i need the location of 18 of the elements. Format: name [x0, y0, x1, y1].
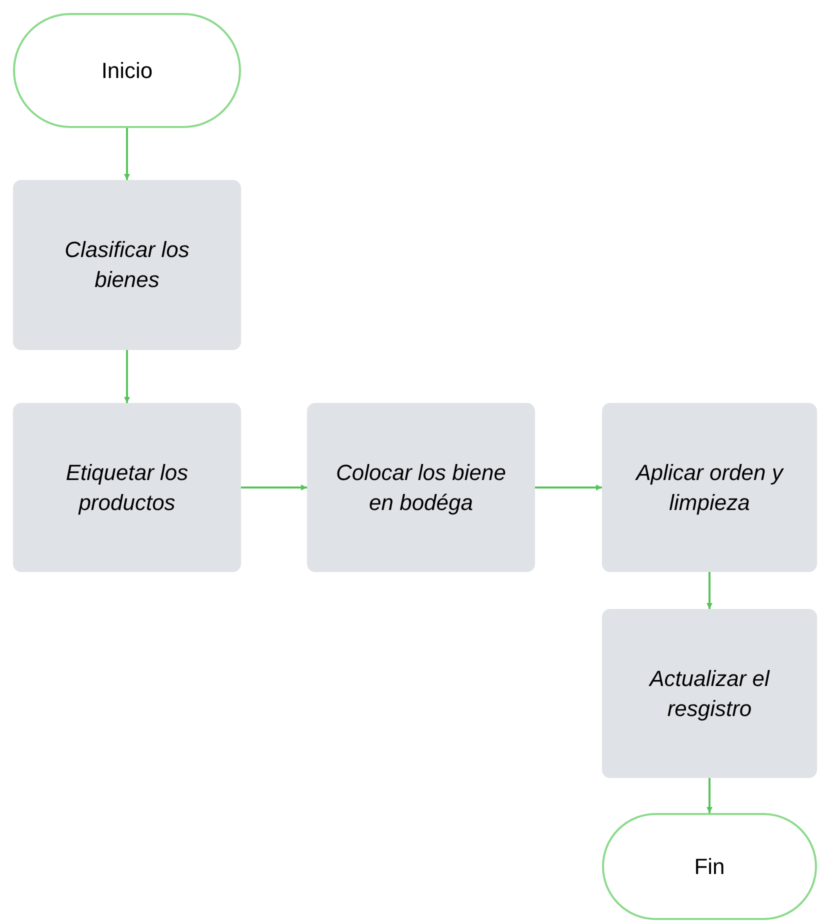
- process-box: [602, 403, 817, 572]
- process-box: [602, 609, 817, 778]
- process-box: [13, 180, 241, 350]
- arrow: [535, 484, 602, 490]
- arrow: [124, 350, 130, 403]
- node-label: Aplicar orden y limpieza: [634, 458, 785, 517]
- node-label: Fin: [694, 852, 725, 880]
- node-label: Etiquetar los productos: [64, 458, 190, 517]
- arrow: [241, 484, 307, 490]
- arrow: [124, 128, 130, 180]
- node-label: Colocar los biene en bodéga: [335, 458, 507, 517]
- process-box: [307, 403, 535, 572]
- node-label: Clasificar los bienes: [64, 236, 190, 294]
- arrow: [706, 572, 712, 609]
- node-label: Actualizar el resgistro: [648, 664, 771, 723]
- process-box: [13, 403, 241, 572]
- node-label: Inicio: [101, 56, 153, 84]
- arrow: [706, 778, 712, 813]
